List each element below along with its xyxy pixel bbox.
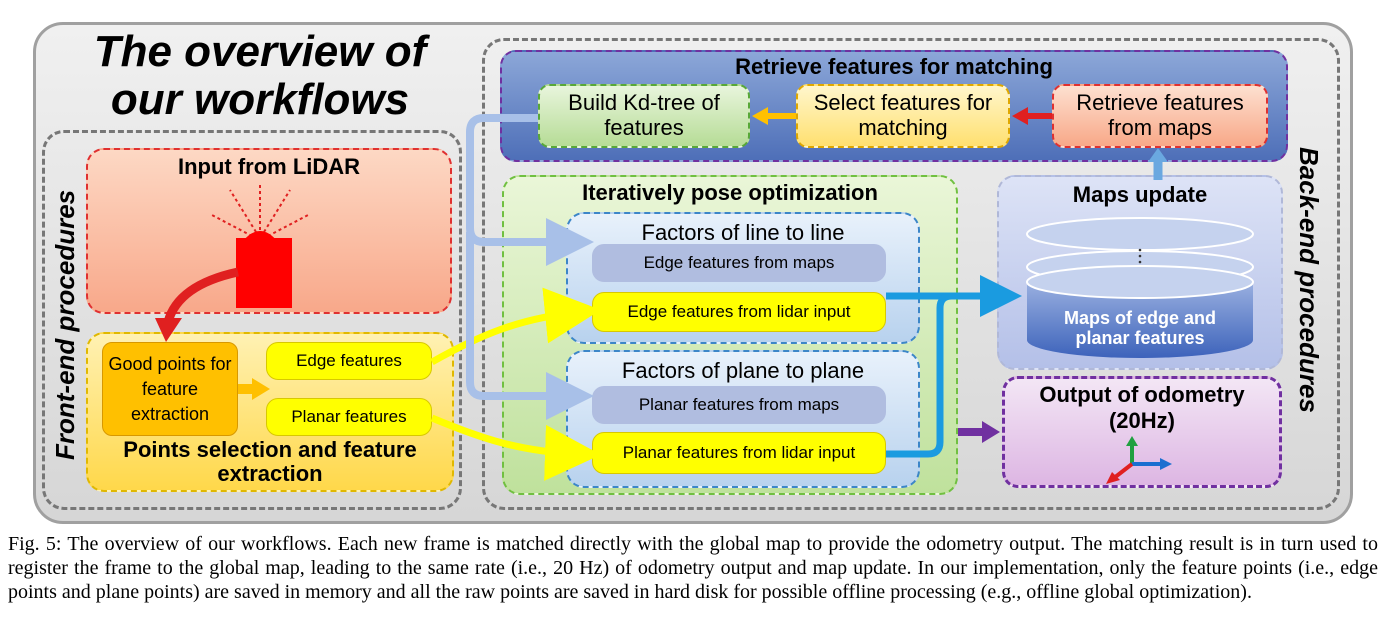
lidar-sensor-icon (209, 182, 311, 308)
planar-from-lidar-pill: Planar features from lidar input (592, 432, 886, 474)
odometry-output-title: Output of odometry (20Hz) (1039, 382, 1245, 433)
input-lidar-title: Input from LiDAR (177, 154, 361, 179)
planar-features-pill: Planar features (266, 398, 432, 436)
edge-from-maps-pill: Edge features from maps (592, 244, 886, 282)
select-features-box (796, 84, 1010, 148)
arrow-maps-to-retrieve-head (1148, 148, 1168, 162)
arrow-retrieve-to-select-head (1012, 107, 1028, 125)
maps-update-title: Maps update (1072, 182, 1208, 207)
coordinate-axes-icon (1106, 436, 1172, 484)
retrieve-from-maps-label: Retrieve features from maps (1076, 90, 1244, 140)
edge-features-pill: Edge features (266, 342, 432, 380)
arrow-kdtree-to-line (466, 114, 594, 266)
good-points-label: Good points for feature extraction (108, 354, 232, 424)
arrow-planar-to-maps (886, 292, 953, 458)
arrow-kdtree-to-plane (466, 232, 594, 420)
maps-db-label: Maps of edge and planar features (1063, 308, 1216, 348)
arrow-edge-to-lidar-pill (430, 287, 601, 366)
arrow-select-to-kdtree-head (752, 107, 768, 125)
arrow-to-odometry-head (982, 421, 1000, 443)
retrieve-features-title: Retrieve features for matching (735, 54, 1053, 79)
select-features-label: Select features for matching (813, 90, 993, 140)
planar-from-maps-pill: Planar features from maps (592, 386, 886, 424)
retrieve-from-maps-box (1052, 84, 1268, 148)
arrow-lidar-to-points-head (155, 318, 182, 342)
pose-optimization-title: Iteratively pose optimization (582, 180, 878, 205)
arrow-lidar-to-points (163, 267, 239, 324)
points-selection-title: Points selection and feature extraction (123, 437, 417, 486)
build-kdtree-label: Build Kd-tree of features (568, 90, 720, 140)
line-factors-title: Factors of line to line (641, 220, 845, 245)
frontend-group (42, 130, 462, 510)
odometry-output-box (1002, 376, 1282, 488)
plane-factors-title: Factors of plane to plane (621, 358, 865, 383)
figure-caption: Fig. 5: The overview of our workflows. E… (8, 533, 1378, 603)
database-cylinder-icon (1026, 217, 1254, 358)
build-kdtree-box (538, 84, 750, 148)
arrow-good-to-features-head (252, 378, 270, 400)
edge-from-lidar-pill: Edge features from lidar input (592, 292, 886, 332)
backend-group (482, 38, 1340, 510)
good-points-box (102, 342, 238, 436)
diagram-title: The overview of our workflows (93, 27, 427, 124)
backend-label: Back-end procedures (1294, 147, 1324, 413)
arrow-planar-to-lidar-pill (430, 414, 601, 481)
